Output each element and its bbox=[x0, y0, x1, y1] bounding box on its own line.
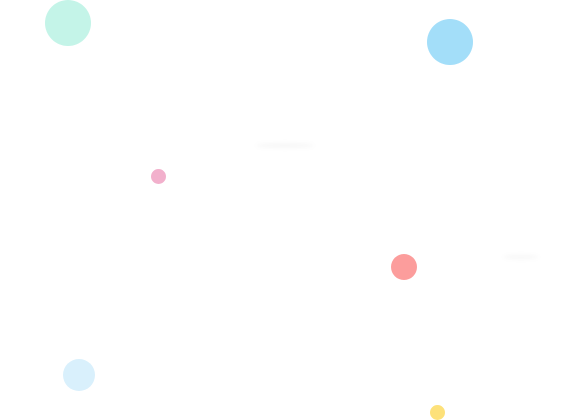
coral-dot bbox=[391, 254, 417, 280]
faint-shadow-smudge bbox=[256, 143, 314, 148]
sky-blue-dot bbox=[427, 19, 473, 65]
pink-dot bbox=[151, 169, 166, 184]
light-blue-dot bbox=[63, 359, 95, 391]
faint-shadow-smudge bbox=[503, 255, 539, 259]
yellow-dot bbox=[430, 405, 445, 420]
mint-dot bbox=[45, 0, 91, 46]
